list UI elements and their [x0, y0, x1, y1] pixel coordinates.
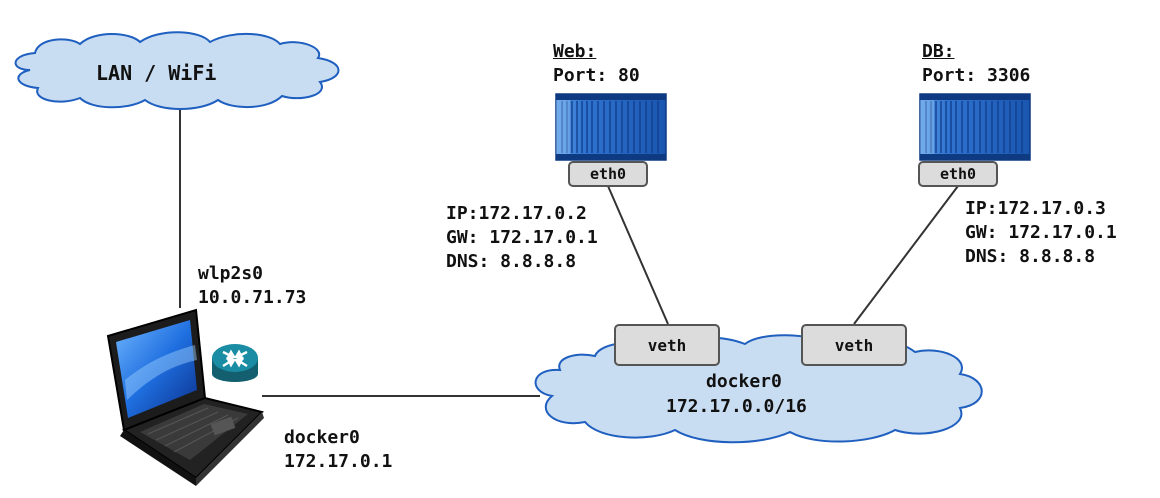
- db-eth0-box: eth0: [918, 161, 998, 187]
- db-eth0-label: eth0: [939, 165, 977, 183]
- web-ip: IP:172.17.0.2: [446, 203, 587, 224]
- host-wlp-ip: 10.0.71.73: [198, 287, 307, 308]
- bridge-name: docker0: [706, 371, 782, 392]
- db-veth-line: [853, 185, 959, 325]
- web-eth0-label: eth0: [589, 165, 627, 183]
- web-veth-label: veth: [647, 335, 687, 355]
- host-wlp-iface: wlp2s0: [198, 263, 264, 284]
- db-port: Port: 3306: [922, 65, 1031, 86]
- lan-cloud-label: LAN / WiFi: [96, 61, 217, 85]
- db-gw: GW: 172.17.0.1: [965, 222, 1117, 243]
- web-dns: DNS: 8.8.8.8: [446, 251, 577, 272]
- db-title: DB:: [922, 41, 955, 62]
- host-docker-iface: docker0: [284, 427, 360, 448]
- host-docker-ip: 172.17.0.1: [284, 451, 393, 472]
- db-dns: DNS: 8.8.8.8: [965, 246, 1096, 267]
- web-container-icon: [555, 93, 667, 161]
- web-title: Web:: [553, 41, 597, 62]
- web-gw: GW: 172.17.0.1: [446, 227, 598, 248]
- web-veth-box: veth: [614, 324, 720, 366]
- db-veth-label: veth: [834, 335, 874, 355]
- db-veth-box: veth: [801, 324, 907, 366]
- db-ip: IP:172.17.0.3: [965, 198, 1106, 219]
- bridge-subnet: 172.17.0.0/16: [666, 396, 807, 417]
- router-icon: [212, 344, 258, 382]
- db-container-icon: [919, 93, 1031, 161]
- web-eth0-box: eth0: [568, 161, 648, 187]
- web-port: Port: 80: [553, 65, 640, 86]
- laptop-icon: [106, 308, 264, 486]
- lan-cloud-shape: [14, 31, 340, 110]
- web-veth-line: [607, 185, 669, 325]
